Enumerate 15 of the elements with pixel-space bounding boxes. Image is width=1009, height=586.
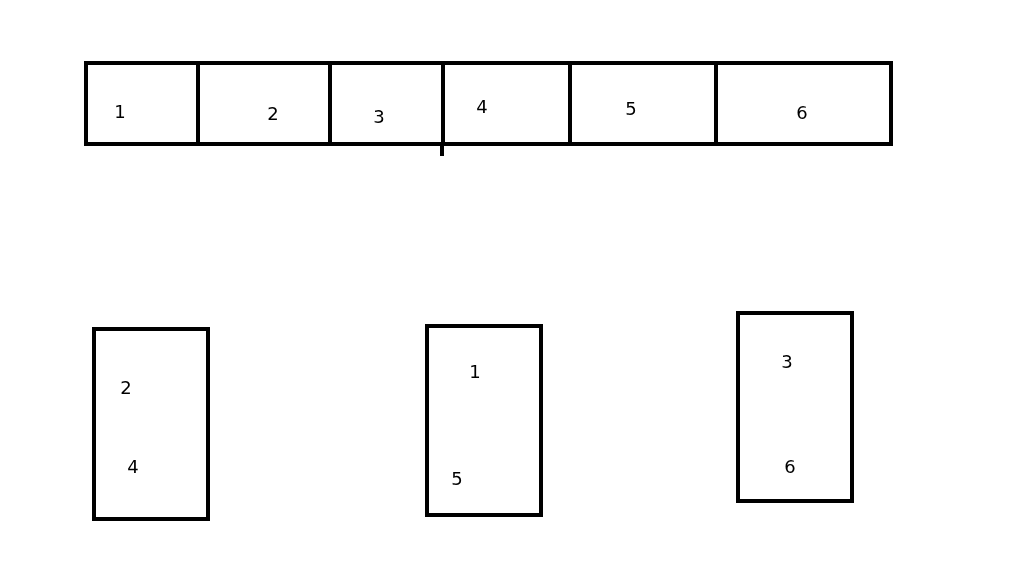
number-label: 4 — [476, 97, 488, 117]
number-label: 3 — [373, 107, 385, 127]
number-label: 6 — [784, 457, 796, 477]
number-label: 5 — [451, 469, 463, 489]
number-label: 3 — [781, 352, 793, 372]
number-label: 1 — [114, 102, 126, 122]
number-label: 1 — [469, 362, 481, 382]
rectangle-box — [92, 327, 210, 521]
number-label: 2 — [120, 378, 132, 398]
rectangle-box — [425, 324, 543, 517]
number-label: 4 — [127, 457, 139, 477]
number-label: 2 — [267, 104, 279, 124]
number-label: 5 — [625, 99, 637, 119]
rectangle-box — [736, 311, 854, 503]
number-label: 6 — [796, 103, 808, 123]
